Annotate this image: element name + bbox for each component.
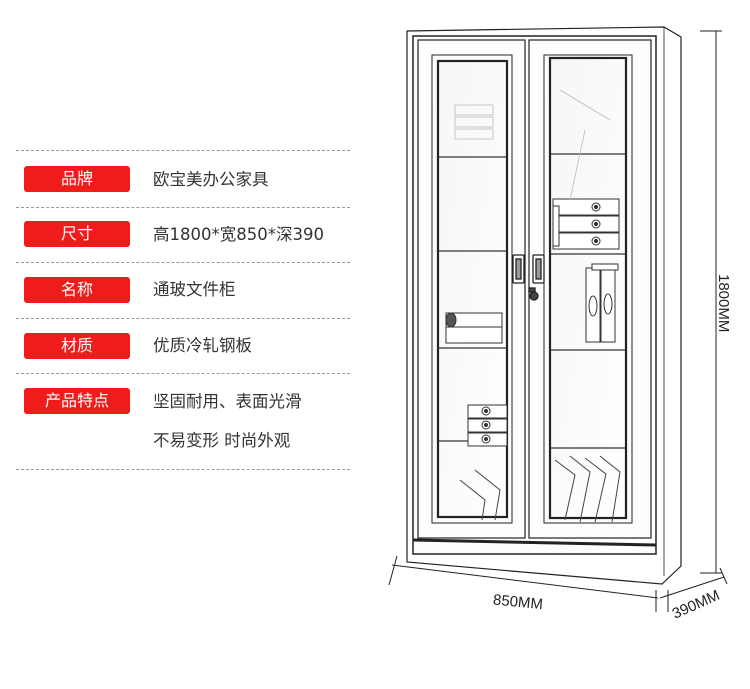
divider [16,150,350,151]
binders-right-top [552,198,620,250]
binders-left-lower [467,404,508,447]
divider [16,373,350,374]
binders-right-middle [585,263,619,343]
width-dimension-label: 850MM [492,591,543,613]
brand-value: 欧宝美办公家具 [153,170,269,189]
divider [16,469,350,470]
material-value: 优质冷轧钢板 [153,336,252,355]
features-label-badge: 产品特点 [24,388,130,414]
material-label-badge: 材质 [24,333,130,359]
features-value-line2: 不易变形 时尚外观 [153,431,291,450]
divider [16,318,350,319]
faint-sketch-books [454,89,611,201]
size-value: 高1800*宽850*深390 [153,225,324,244]
name-value: 通玻文件柜 [153,280,236,299]
dimension-lines [388,30,728,612]
size-label-badge: 尺寸 [24,221,130,247]
name-label-badge: 名称 [24,277,130,303]
cabinet-illustration: 1800MM 850MM 390MM [388,26,732,623]
door-handles [512,254,545,301]
brand-label-badge: 品牌 [24,166,130,192]
divider [16,262,350,263]
divider [16,207,350,208]
height-dimension-label: 1800MM [715,274,732,332]
hanging-files [459,455,621,523]
features-value-line1: 坚固耐用、表面光滑 [153,392,302,411]
binders-left-middle [445,312,503,344]
